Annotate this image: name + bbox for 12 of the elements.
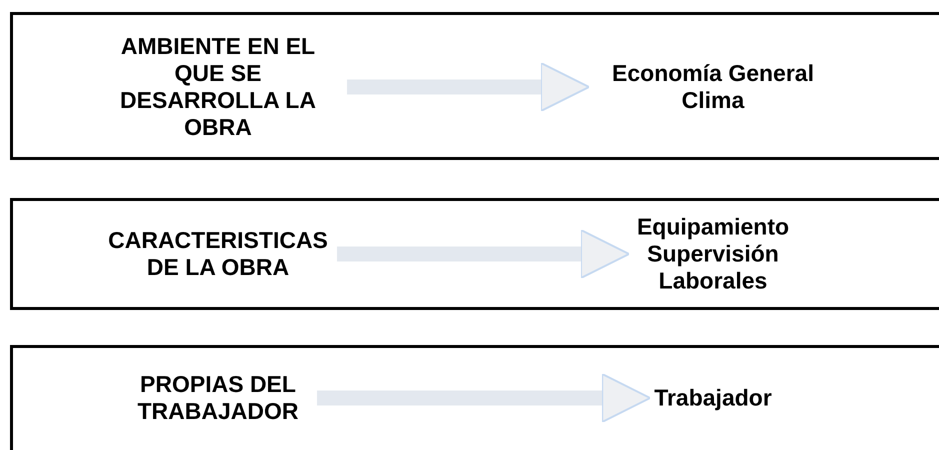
factor-label: Economía General Clima	[611, 60, 815, 114]
factor-label: Equipamiento Supervisión Laborales	[636, 214, 790, 294]
category-label: PROPIAS DEL TRABAJADOR	[136, 371, 300, 425]
frame-box	[10, 345, 939, 450]
factor-label: Trabajador	[654, 384, 772, 412]
category-label: CARACTERISTICAS DE LA OBRA	[107, 227, 329, 281]
block-arrow	[317, 373, 652, 423]
frame-box	[10, 198, 939, 310]
block-arrow	[337, 229, 630, 279]
frame-box	[10, 12, 939, 160]
block-arrow	[347, 62, 590, 112]
category-label: AMBIENTE EN EL QUE SE DESARROLLA LA OBRA	[119, 33, 317, 141]
